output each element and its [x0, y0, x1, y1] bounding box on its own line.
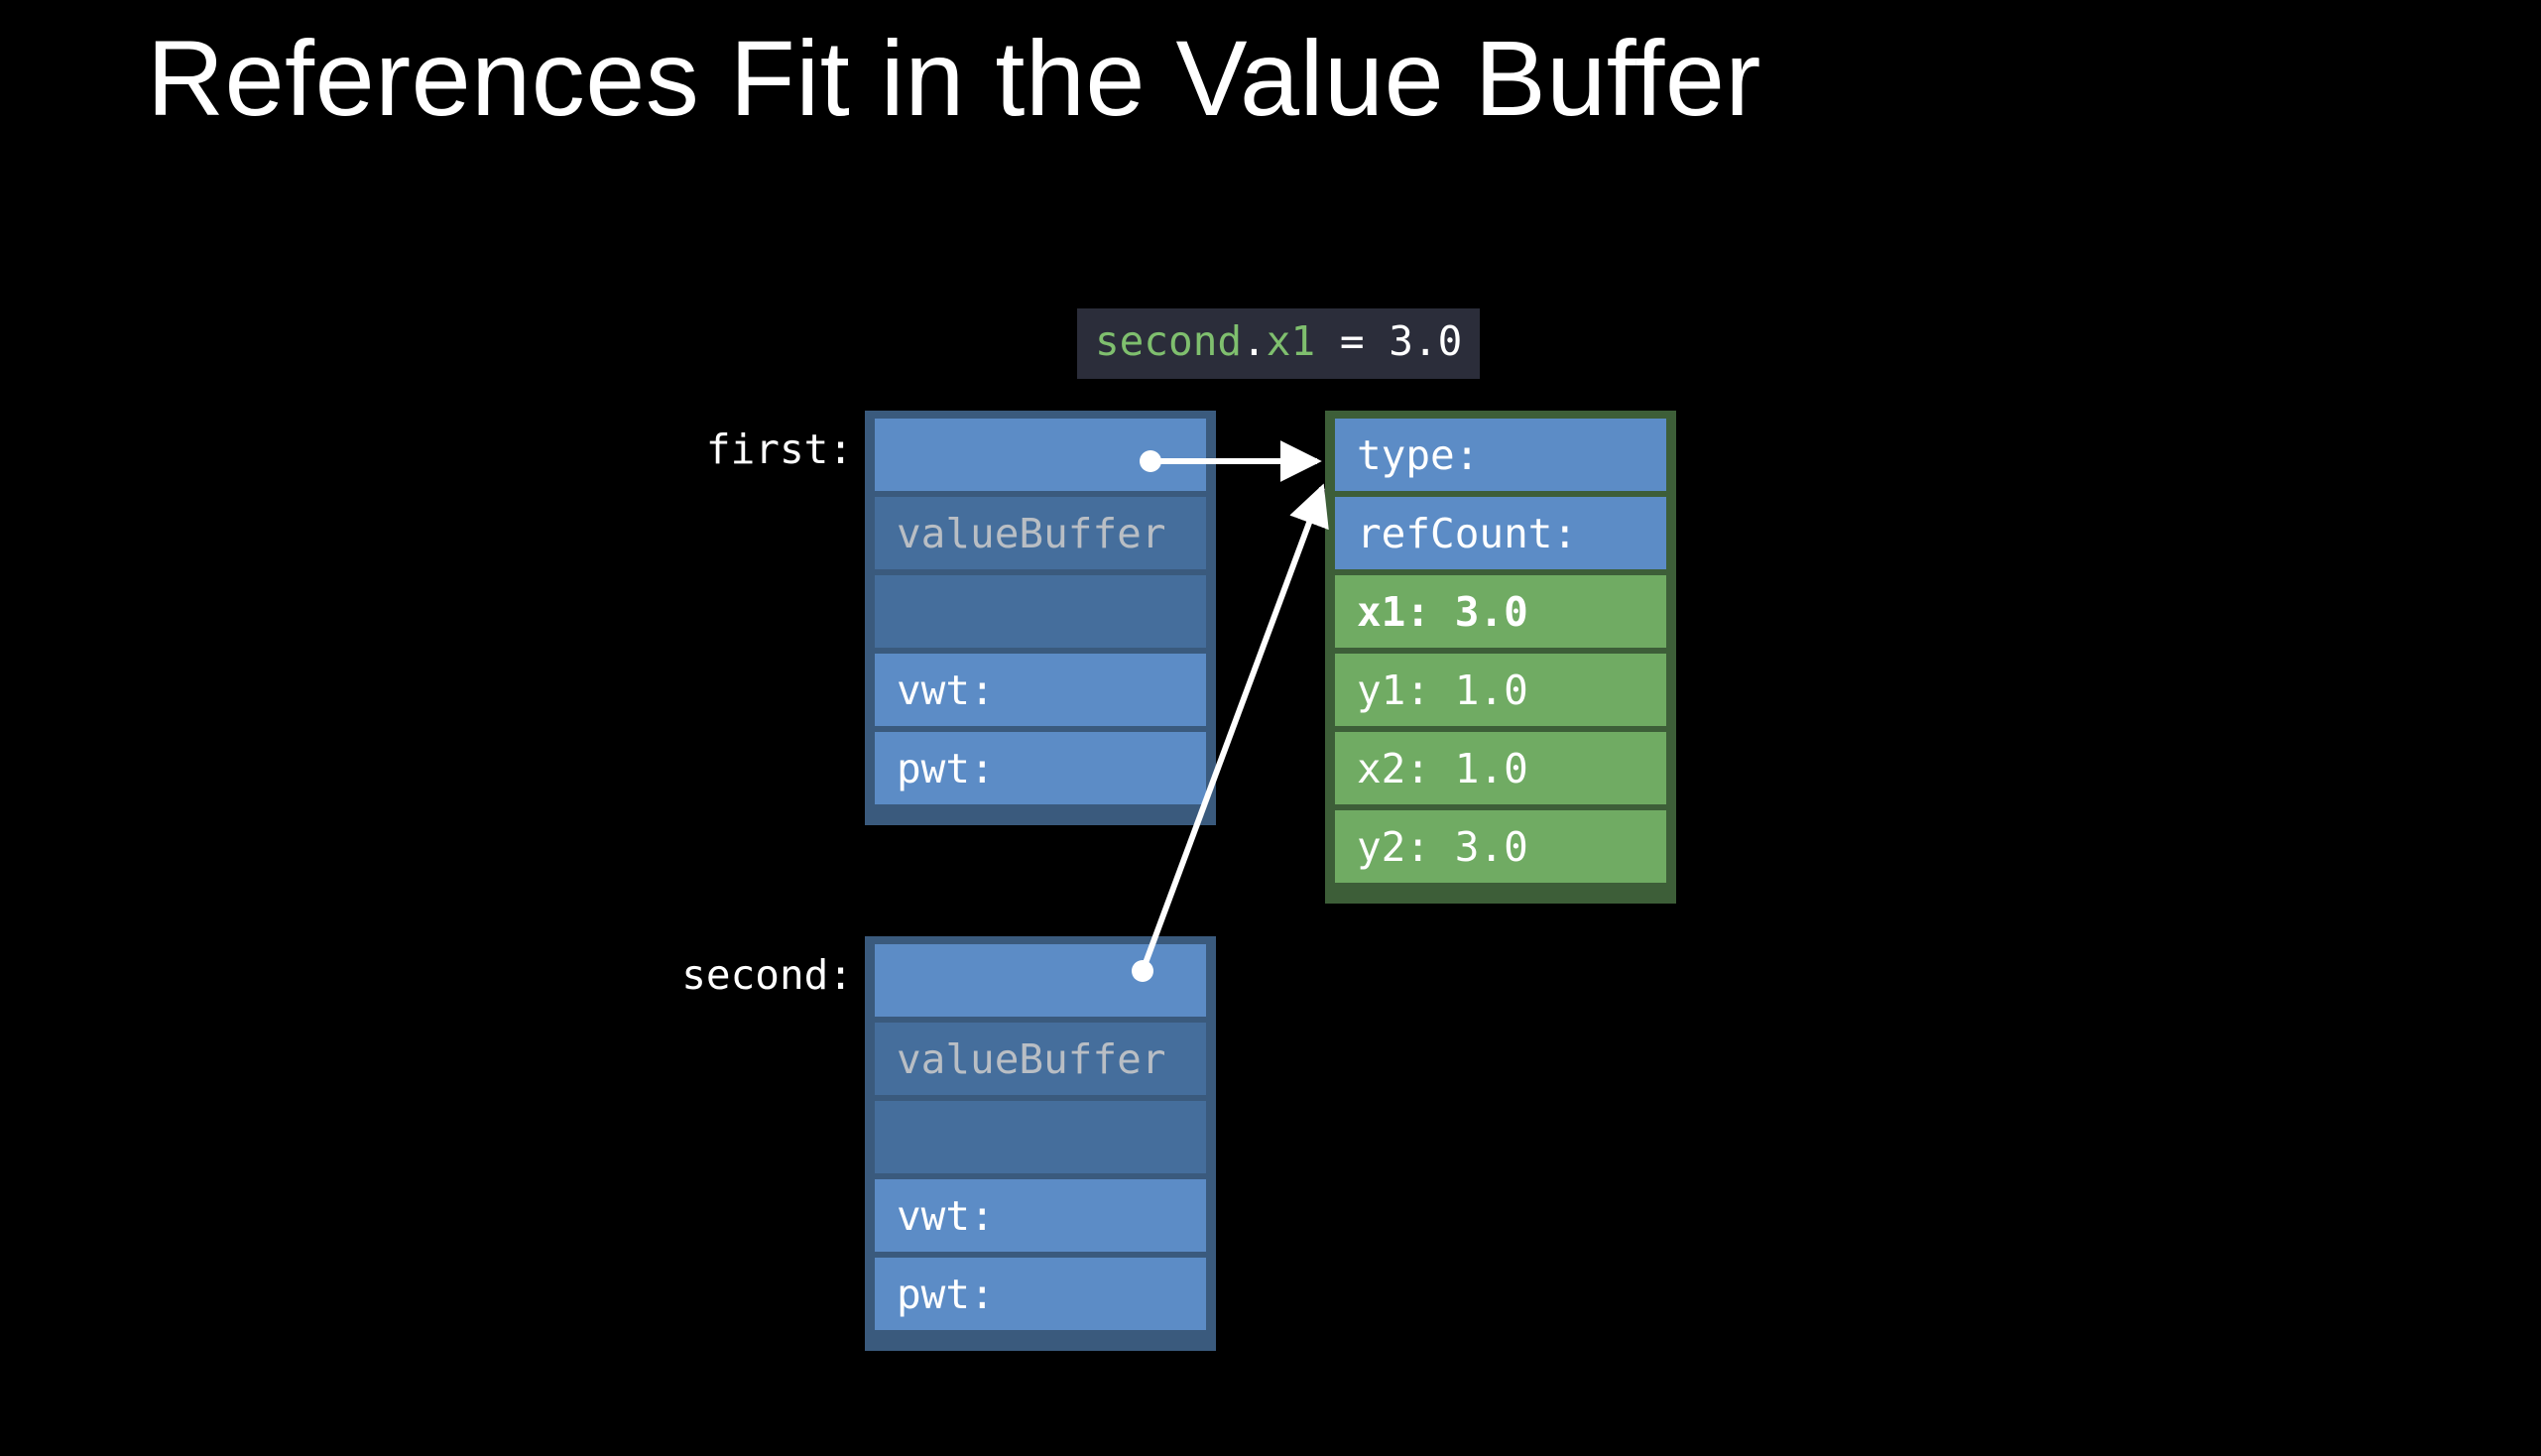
- page-title: References Fit in the Value Buffer: [147, 18, 1761, 138]
- struct-row-valuebuffer-rest: [875, 575, 1206, 648]
- struct-row-valuebuffer-label: valueBuffer: [875, 1023, 1206, 1095]
- struct-row-vwt: vwt:: [875, 654, 1206, 726]
- object-row-x2: x2: 1.0: [1335, 732, 1666, 804]
- object-box-heap: type: refCount: x1: 3.0 y1: 1.0 x2: 1.0 …: [1325, 411, 1676, 904]
- code-token-property: x1: [1266, 317, 1316, 365]
- struct-row-valuebuffer-label: valueBuffer: [875, 497, 1206, 569]
- struct-box-first: valueBuffer vwt: pwt:: [865, 411, 1216, 825]
- code-token-assignment: = 3.0: [1315, 317, 1463, 365]
- variable-label-first: first:: [705, 425, 853, 473]
- object-row-y1: y1: 1.0: [1335, 654, 1666, 726]
- struct-row-vwt: vwt:: [875, 1179, 1206, 1252]
- struct-row-valuebuffer-rest: [875, 1101, 1206, 1173]
- struct-box-second: valueBuffer vwt: pwt:: [865, 936, 1216, 1351]
- code-token-dot: .: [1242, 317, 1267, 365]
- struct-row-reference: [875, 944, 1206, 1017]
- struct-row-pwt: pwt:: [875, 732, 1206, 804]
- object-row-refcount: refCount:: [1335, 497, 1666, 569]
- object-row-x1: x1: 3.0: [1335, 575, 1666, 648]
- object-row-y2: y2: 3.0: [1335, 810, 1666, 883]
- code-token-object: second: [1095, 317, 1243, 365]
- variable-label-second: second:: [681, 951, 853, 999]
- struct-row-reference: [875, 419, 1206, 491]
- struct-row-pwt: pwt:: [875, 1258, 1206, 1330]
- code-snippet-badge: second.x1 = 3.0: [1077, 308, 1481, 380]
- object-row-type: type:: [1335, 419, 1666, 491]
